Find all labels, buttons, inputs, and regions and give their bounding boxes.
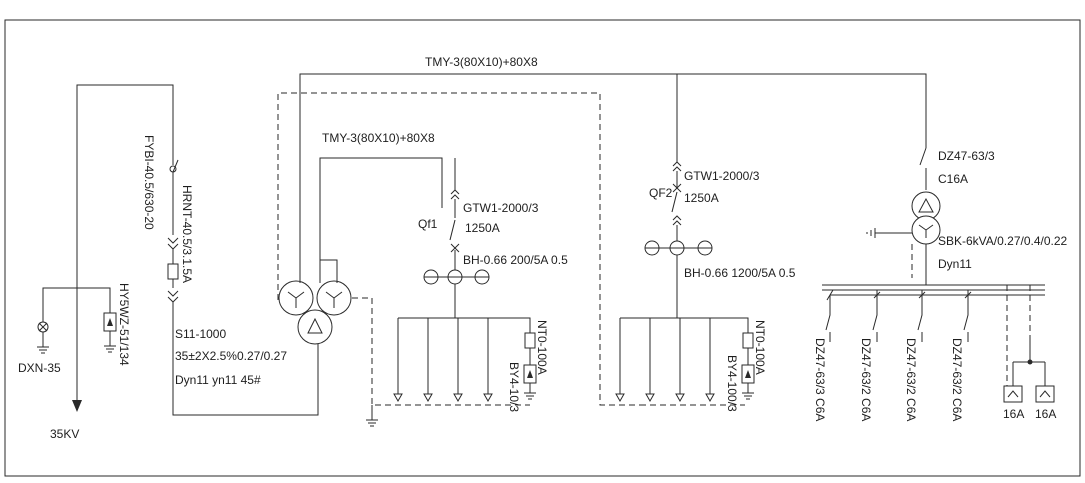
fuse-switch-label: FYBI-40.5/630-20 [142,135,156,230]
indicator-label: DXN-35 [18,361,61,375]
fuse-2-label: NT0-100A [753,320,767,375]
socket-1-label: 16A [1003,407,1024,421]
transformer-group-label: Dyn11 yn11 45# [175,373,261,387]
transformer-ratio-label: 35±2X2.5%0.27/0.27 [175,349,287,363]
main-transformer [278,157,530,406]
surge-1-label: BY4-10/3 [507,362,521,412]
fuse-2-icon [742,332,754,349]
ct-1-label: BH-0.66 200/5A 0.5 [463,253,568,267]
incoming-voltage-label: 35KV [50,427,79,441]
aux-breaker-rating-label: C16A [938,172,968,186]
breaker-2-model-label: GTW1-2000/3 [684,169,760,183]
breaker-2-name-label: QF2 [649,186,673,200]
fuse-icon [167,263,179,280]
aux-breaker-icon [919,147,927,166]
enclosure-boundary [277,92,640,406]
feeder-1 [366,158,537,427]
fuse-label: HRNT-40.5/3.1.5A [180,185,194,283]
transformer-model-label: S11-1000 [175,327,226,341]
breaker-1-icon [449,219,456,241]
breaker-2-icon [671,191,678,213]
incoming-arrow-icon [72,400,82,412]
branch-2-label: DZ47-63/2 C6A [859,338,873,421]
socket-2-label: 16A [1035,407,1056,421]
incoming-section [37,84,319,416]
aux-breaker-model-label: DZ47-63/3 [938,149,995,163]
ct-2-label: BH-0.66 1200/5A 0.5 [684,266,796,280]
arrester-label: HY5WZ-51/134 [117,283,131,366]
socket-2-icon [1035,385,1055,403]
feeder-2 [615,74,755,406]
branch-3-label: DZ47-63/2 C6A [904,338,918,421]
breaker-2-rating-label: 1250A [684,191,719,205]
fuse-1-label: NT0-100A [535,320,549,375]
aux-transformer-group-label: Dyn11 [938,257,972,271]
busbar-top-label: TMY-3(80X10)+80X8 [425,55,538,69]
branch-1-label: DZ47-63/3 C6A [813,338,827,421]
diagram-frame [4,19,1081,477]
busbar-mid-label: TMY-3(80X10)+80X8 [322,131,435,145]
socket-1-icon [1003,385,1023,403]
busbar-top [299,73,927,283]
auxiliary-section [822,147,1055,403]
surge-2-label: BY4-100/3 [725,355,739,412]
fuse-1-icon [524,332,536,349]
breaker-1-name-label: Qf1 [418,217,438,231]
breaker-1-model-label: GTW1-2000/3 [463,201,539,215]
breaker-1-rating-label: 1250A [465,221,500,235]
branch-4-label: DZ47-63/2 C6A [950,338,964,421]
aux-transformer-label: SBK-6kVA/0.27/0.4/0.22 [938,234,1068,248]
